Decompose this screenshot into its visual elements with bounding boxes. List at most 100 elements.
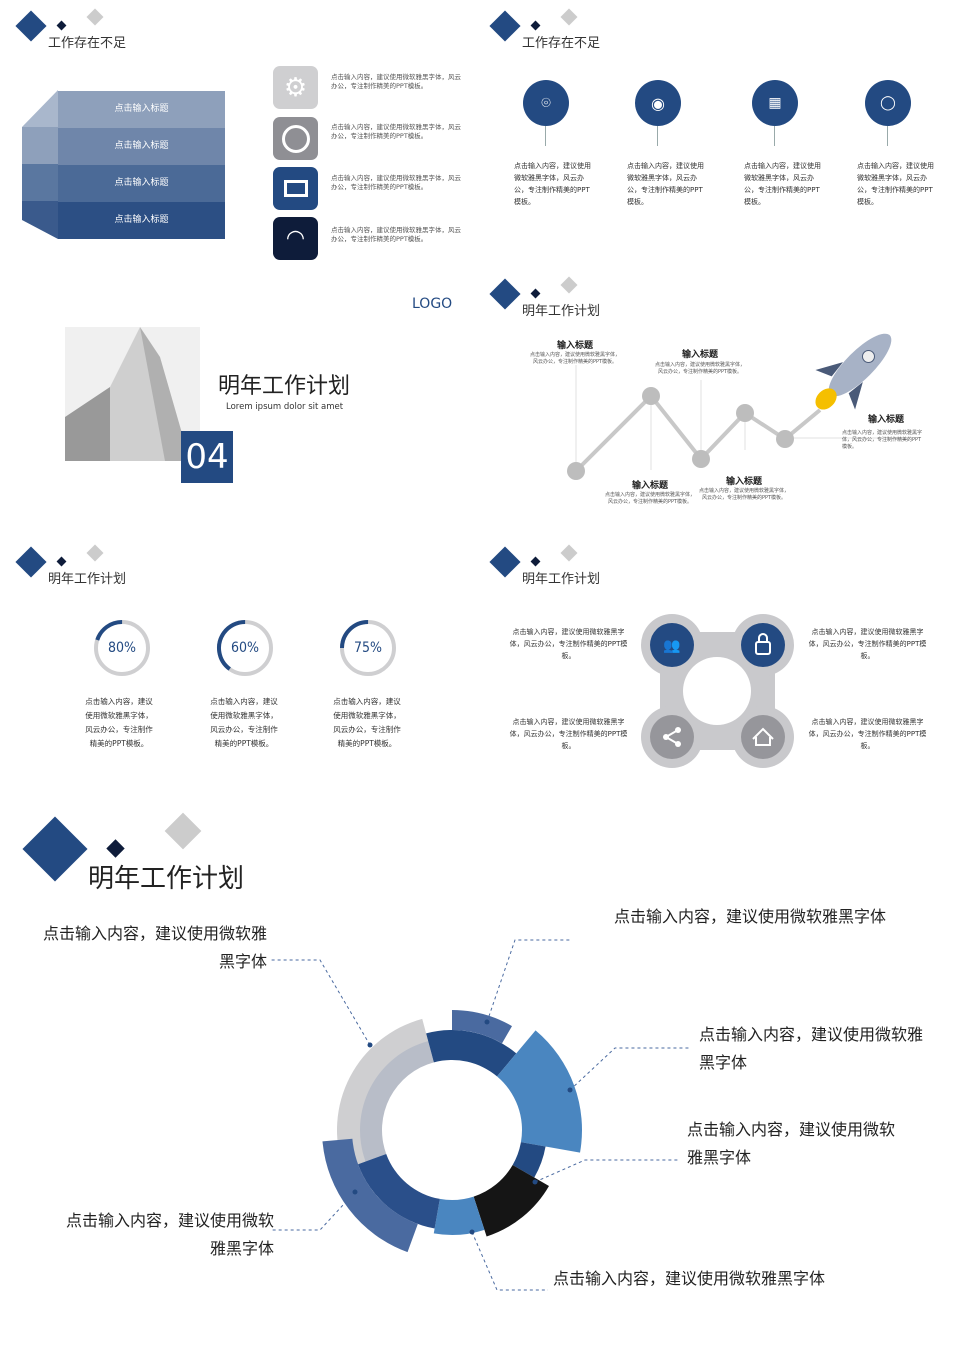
diamond-decor (86, 8, 104, 26)
donut-segment (337, 1018, 429, 1170)
slide-title: 明年工作计划 (522, 572, 601, 587)
step-title[interactable]: 点击输入标题 (58, 128, 225, 165)
diamond-decor (489, 278, 521, 310)
ring-text: 点击输入内容，建议使用微软雅黑字体，风云办公，专注制作精美的PPT模板。 (85, 697, 153, 748)
callout-text: 点击输入内容，建议使用微软雅黑字体 (553, 1269, 826, 1288)
progress-ring: 60% (215, 618, 275, 678)
progress-label: 60% (231, 640, 259, 656)
slide-title: 明年工作计划 (88, 864, 245, 894)
diamond-decor (15, 546, 47, 578)
item-text: 点击输入内容，建议使用微软雅黑字体，风云办公，专注制作精美的PPT模板。 (331, 226, 461, 243)
ring-text: 点击输入内容，建议使用微软雅黑字体，风云办公，专注制作精美的PPT模板。 (210, 697, 278, 748)
donut-segment (473, 1165, 549, 1237)
calendar-icon: ▦ (752, 80, 798, 126)
diamond-decor (56, 556, 67, 567)
slide-title: 明年工作计划 (48, 572, 127, 587)
logo: LOGO (412, 296, 453, 312)
diamond-decor (489, 10, 521, 42)
wifi-icon: ◠ (273, 217, 318, 260)
diamond-decor (560, 276, 578, 294)
milestone-text: 点击输入内容，建议使用微软雅黑字体，风云办公，专注制作精美的PPT模板。 (655, 362, 746, 375)
compass-icon (273, 117, 318, 160)
donut-segment (322, 1138, 418, 1253)
item-text: 点击输入内容，建议使用微软雅黑字体，风云办公，专注制作精美的PPT模板。 (331, 73, 461, 90)
diamond-decor (530, 288, 541, 299)
diamond-decor (489, 546, 521, 578)
callout-text: 点击输入内容，建议使用微软雅黑字体 (687, 1120, 896, 1167)
share-icon (650, 715, 694, 759)
step-title[interactable]: 点击输入标题 (58, 165, 225, 202)
diamond-decor (22, 816, 88, 882)
donut-segment (426, 1030, 517, 1077)
stair-side (22, 90, 58, 239)
milestone-heading: 输入标题 (868, 415, 905, 425)
chat-icon: ◯ (865, 80, 911, 126)
eye-icon: ◉ (635, 80, 681, 126)
callout-line (486, 939, 572, 1023)
diamond-decor (86, 544, 104, 562)
home-icon (741, 715, 785, 759)
monitor-icon (273, 167, 318, 210)
milestone-heading: 输入标题 (557, 341, 594, 351)
milestone-text: 点击输入内容，建议使用微软雅黑字体，风云办公，专注制作精美的PPT模板。 (699, 488, 790, 501)
svg-text:👥: 👥 (663, 638, 680, 654)
circle-text: 点击输入内容，建议使用微软雅黑字体，风云办公，专注制作精美的PPT模板。 (808, 628, 927, 660)
location-icon: ⌾ (523, 80, 569, 126)
section-number: 04 (181, 431, 233, 483)
diamond-decor (164, 812, 202, 850)
milestone-heading: 输入标题 (682, 350, 719, 360)
section-subtitle: Lorem ipsum dolor sit amet (226, 402, 344, 412)
slide-title: 工作存在不足 (48, 36, 127, 51)
callout-text: 点击输入内容，建议使用微软雅黑字体 (699, 1025, 924, 1072)
callout-dot (567, 1087, 573, 1093)
callout-dot (367, 1042, 373, 1048)
building-image (65, 327, 200, 461)
diamond-decor (15, 10, 47, 42)
diamond-decor (560, 8, 578, 26)
donut-segment (512, 1142, 546, 1178)
donut-segment (358, 1153, 440, 1229)
clover-graphic: 👥 (641, 614, 794, 768)
donut-segment (433, 1196, 485, 1235)
milestone-text: 点击输入内容，建议使用微软雅黑字体，风云办公，专注制作精美的PPT模板。 (842, 430, 923, 450)
callout-dot (532, 1179, 538, 1185)
progress-label: 75% (354, 640, 382, 656)
diamond-decor (106, 839, 125, 858)
callout-dot (352, 1189, 358, 1195)
pin-line (657, 126, 658, 146)
progress-label: 80% (108, 640, 136, 656)
milestone-heading: 输入标题 (632, 481, 669, 491)
ring-text: 点击输入内容，建议使用微软雅黑字体，风云办公，专注制作精美的PPT模板。 (333, 697, 401, 748)
callout-text: 点击输入内容，建议使用微软雅黑字体 (65, 1211, 274, 1258)
progress-ring: 80% (92, 618, 152, 678)
pin-line (774, 126, 775, 146)
section-title: 明年工作计划 (218, 374, 351, 399)
milestone-text: 点击输入内容，建议使用微软雅黑字体，风云办公，专注制作精美的PPT模板。 (605, 492, 696, 505)
slide-title: 明年工作计划 (522, 304, 601, 319)
callout-line (270, 1191, 356, 1231)
step-title[interactable]: 点击输入标题 (58, 202, 225, 239)
pin-text: 点击输入内容，建议使用微软雅黑字体，风云办公，专注制作精美的PPT模板。 (627, 162, 704, 206)
callout-line (534, 1159, 680, 1183)
diamond-decor (560, 544, 578, 562)
diamond-decor (56, 20, 67, 31)
milestone-text: 点击输入内容，建议使用微软雅黑字体，风云办公，专注制作精美的PPT模板。 (530, 352, 621, 365)
callout-dot (469, 1229, 475, 1235)
progress-arc (217, 620, 273, 676)
diamond-decor (530, 20, 541, 31)
pin-line (887, 126, 888, 146)
progress-ring: 75% (338, 618, 398, 678)
callout-dot (484, 1019, 490, 1025)
circle-text: 点击输入内容，建议使用微软雅黑字体，风云办公，专注制作精美的PPT模板。 (509, 628, 628, 660)
callout-text: 点击输入内容，建议使用微软雅黑字体 (42, 924, 267, 971)
radial-diagram (270, 939, 690, 1291)
donut-segment (496, 1030, 583, 1153)
rocket-icon (815, 333, 892, 410)
team-icon (650, 623, 694, 667)
pin-text: 点击输入内容，建议使用微软雅黑字体，风云办公，专注制作精美的PPT模板。 (744, 162, 821, 206)
lock-icon (741, 623, 785, 667)
step-title[interactable]: 点击输入标题 (58, 91, 225, 128)
progress-arc (340, 620, 396, 676)
pin-text: 点击输入内容，建议使用微软雅黑字体，风云办公，专注制作精美的PPT模板。 (514, 162, 591, 206)
slide-title: 工作存在不足 (522, 36, 601, 51)
